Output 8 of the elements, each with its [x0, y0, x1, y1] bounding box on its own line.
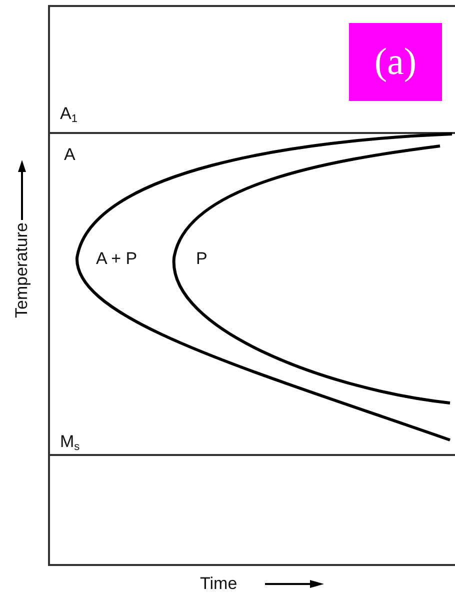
axis-label: Temperature — [13, 222, 30, 318]
panel-label: (a) — [349, 23, 442, 101]
phase-label: A — [64, 146, 76, 163]
boundary-label: A$_{1}$ — [60, 105, 78, 125]
phase-label: A + P — [96, 250, 138, 267]
boundary-label: M$_{s}$ — [60, 433, 80, 453]
axis-label: Time — [200, 575, 238, 592]
phase-label: P — [196, 250, 208, 267]
